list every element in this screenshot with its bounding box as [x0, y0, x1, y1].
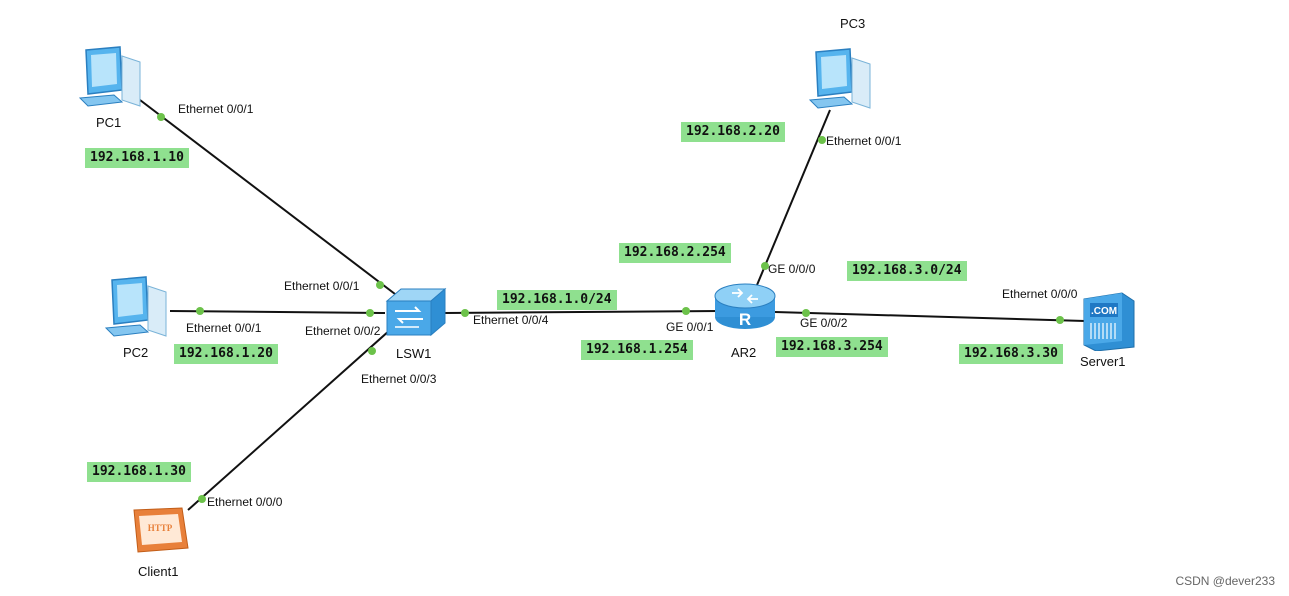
port-dot-lsw1-e002[interactable] [366, 309, 374, 317]
pc2-computer-icon[interactable] [102, 276, 174, 340]
port-label-pc2: Ethernet 0/0/1 [186, 321, 262, 335]
ip-tag-ar2-g2: 192.168.3.254 [776, 337, 888, 357]
port-label-lsw1-e004: Ethernet 0/0/4 [473, 313, 549, 327]
ip-tag-pc1: 192.168.1.10 [85, 148, 189, 168]
port-dot-pc1[interactable] [157, 113, 165, 121]
ip-tag-net1: 192.168.1.0/24 [497, 290, 617, 310]
server-icon-text: .COM [1091, 306, 1117, 317]
port-dot-server1[interactable] [1056, 316, 1064, 324]
ip-tag-server1: 192.168.3.30 [959, 344, 1063, 364]
device-name-pc2: PC2 [123, 345, 149, 360]
lsw1-switch-icon[interactable] [383, 287, 449, 339]
link-lsw1-ar2 [444, 310, 721, 314]
device-name-ar2: AR2 [731, 345, 757, 360]
port-label-ar2-ge000: GE 0/0/0 [768, 262, 816, 276]
port-dot-lsw1-e001[interactable] [376, 281, 384, 289]
port-label-lsw1-e002: Ethernet 0/0/2 [305, 324, 381, 338]
port-dot-pc2[interactable] [196, 307, 204, 315]
link-client1-lsw1 [187, 329, 391, 511]
port-label-server1: Ethernet 0/0/0 [1002, 287, 1078, 301]
port-dot-lsw1-e003[interactable] [368, 347, 376, 355]
port-label-ar2-ge001: GE 0/0/1 [666, 320, 714, 334]
port-label-lsw1-e001: Ethernet 0/0/1 [284, 279, 360, 293]
ip-tag-pc3: 192.168.2.20 [681, 122, 785, 142]
device-name-server1: Server1 [1080, 354, 1126, 369]
port-label-pc3: Ethernet 0/0/1 [826, 134, 902, 148]
port-dot-lsw1-e004[interactable] [461, 309, 469, 317]
port-dot-ar2-ge000[interactable] [761, 262, 769, 270]
pc3-computer-icon[interactable] [806, 48, 878, 112]
link-pc2-lsw1 [169, 310, 386, 314]
link-ar2-server1 [774, 311, 1086, 322]
ar2-router-icon[interactable]: R [712, 279, 778, 331]
device-name-pc3: PC3 [840, 16, 866, 31]
ip-tag-pc2: 192.168.1.20 [174, 344, 278, 364]
port-label-ar2-ge002: GE 0/0/2 [800, 316, 848, 330]
ip-tag-ar2-g0: 192.168.2.254 [619, 243, 731, 263]
port-label-client1: Ethernet 0/0/0 [207, 495, 283, 509]
ip-tag-client1: 192.168.1.30 [87, 462, 191, 482]
link-ar2-pc3 [756, 109, 831, 286]
watermark: CSDN @dever233 [1175, 574, 1275, 588]
port-dot-client1[interactable] [198, 495, 206, 503]
device-name-lsw1: LSW1 [396, 346, 432, 361]
device-name-pc1: PC1 [96, 115, 122, 130]
port-label-pc1: Ethernet 0/0/1 [178, 102, 254, 116]
port-dot-ar2-ge002[interactable] [802, 309, 810, 317]
device-name-client1: Client1 [138, 564, 179, 579]
ip-tag-ar2-g1: 192.168.1.254 [581, 340, 693, 360]
router-icon-letter: R [739, 310, 751, 329]
client-icon-text: HTTP [148, 523, 173, 533]
pc1-computer-icon[interactable] [76, 46, 148, 110]
ip-tag-net3: 192.168.3.0/24 [847, 261, 967, 281]
port-dot-pc3[interactable] [818, 136, 826, 144]
server1-server-icon[interactable]: .COM [1082, 291, 1136, 351]
client1-http-client-icon[interactable]: HTTP [130, 504, 192, 556]
port-label-lsw1-e003: Ethernet 0/0/3 [361, 372, 437, 386]
link-pc1-lsw1 [139, 99, 396, 295]
port-dot-ar2-ge001[interactable] [682, 307, 690, 315]
